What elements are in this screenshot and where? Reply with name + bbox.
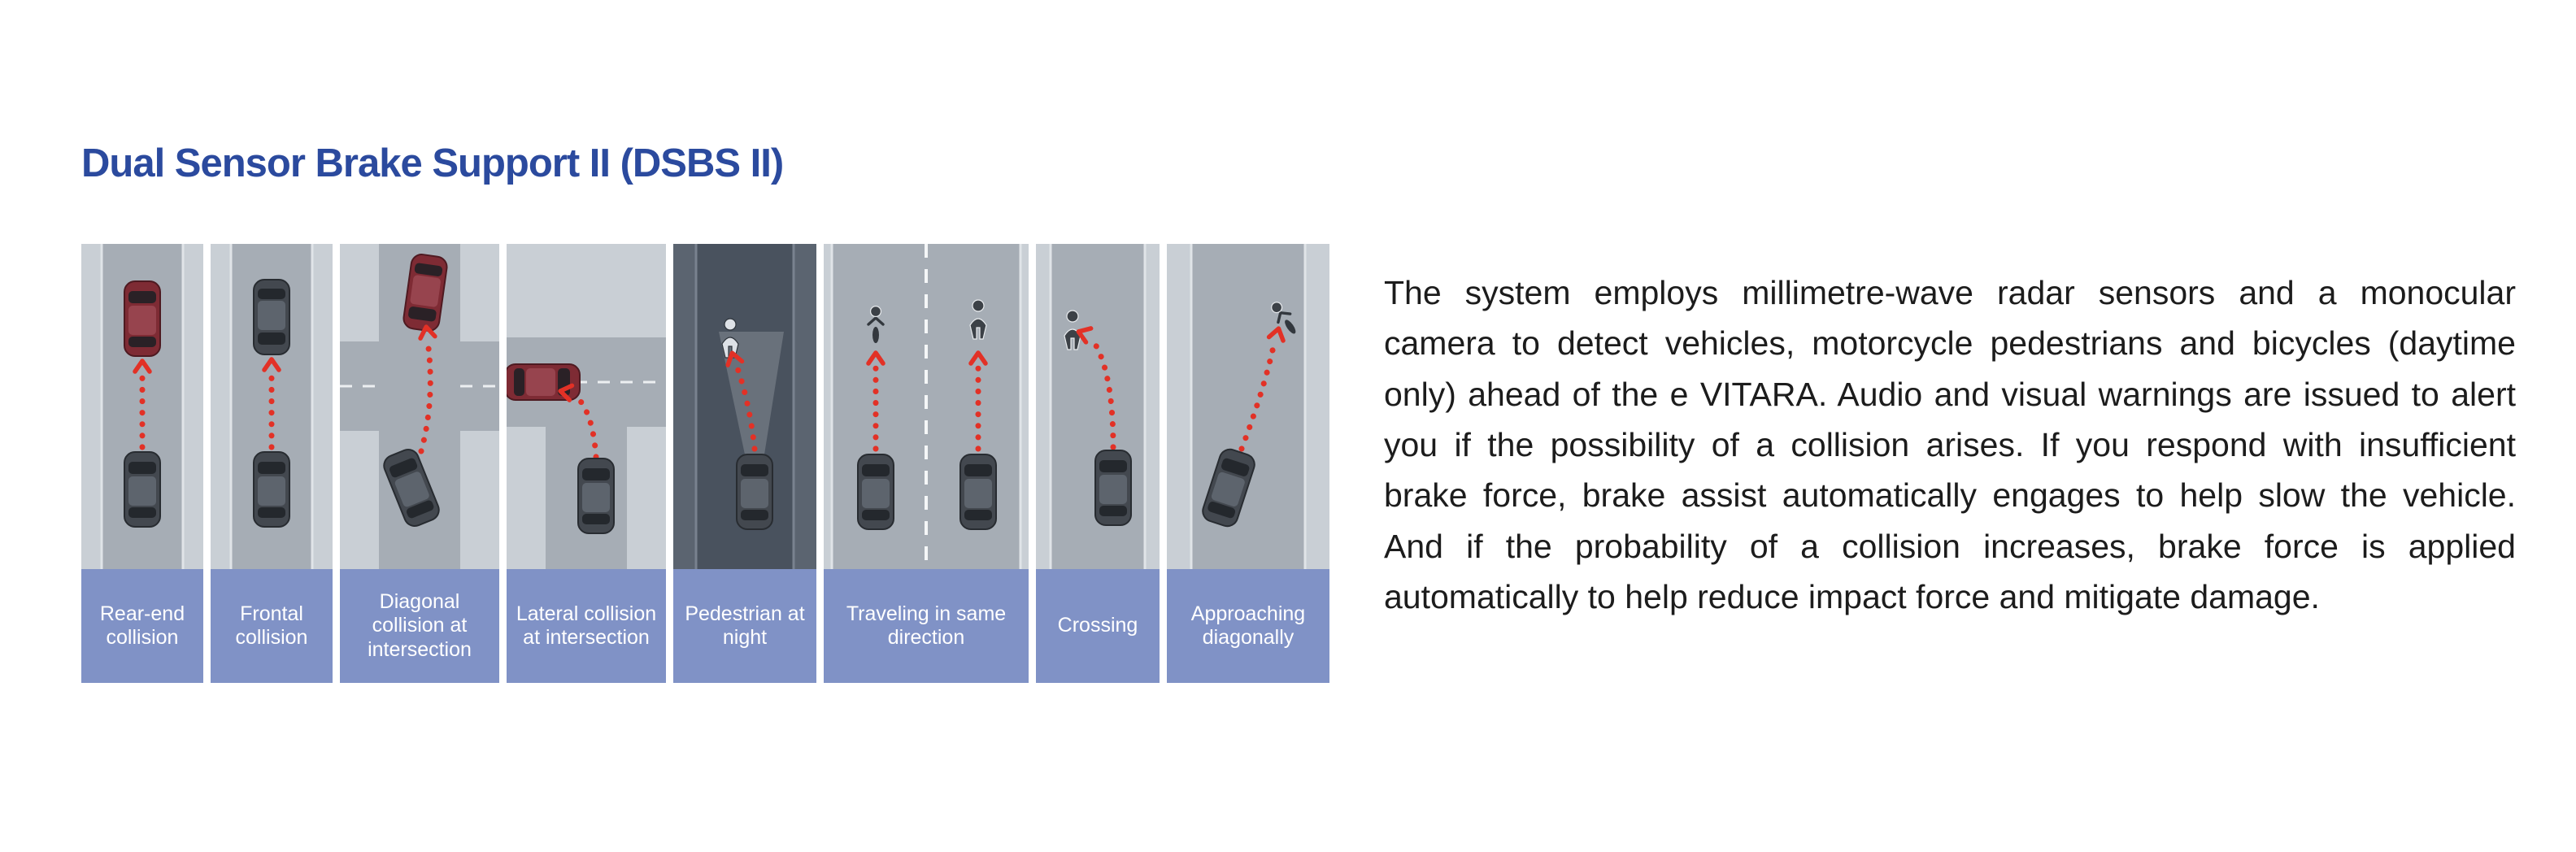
scenario-label: Frontal collision [211, 569, 333, 683]
scenario-label: Approaching diagonally [1167, 569, 1329, 683]
radar-dotted-line [1238, 340, 1277, 452]
section-title: Dual Sensor Brake Support II (DSBS II) [81, 141, 784, 185]
scenario-panel-same-direction: Traveling in same direction [824, 244, 1029, 683]
ego-car-icon [253, 451, 290, 528]
scenario-illustration-frontal-collision [211, 244, 333, 569]
scenario-illustration-crossing [1036, 244, 1160, 569]
scenario-illustration-approaching-diagonally [1167, 244, 1329, 569]
headlight-beam [719, 332, 784, 454]
scenario-panel-approaching-diagonally: Approaching diagonally [1167, 244, 1329, 683]
radar-dotted-line [572, 392, 599, 460]
scenario-label: Diagonal collision at intersection [340, 569, 499, 683]
ego-car-icon [959, 454, 997, 530]
scenario-illustration-pedestrian-at-night [673, 244, 816, 569]
scenario-panel-lateral-collision: Lateral collision at intersection [507, 244, 666, 683]
scenario-panel-pedestrian-at-night: Pedestrian at night [673, 244, 816, 683]
scenario-panel-rear-end-collision: Rear-end collision [81, 244, 203, 683]
ego-car-icon [577, 458, 615, 534]
ego-car-icon [124, 451, 161, 528]
crossing-car-icon [507, 363, 581, 401]
oncoming-car-icon [253, 279, 290, 355]
description-text: The system employs millimetre-wave radar… [1384, 274, 2516, 615]
lead-car-icon [124, 280, 161, 357]
scenario-label: Rear-end collision [81, 569, 203, 683]
scenario-label: Pedestrian at night [673, 569, 816, 683]
scenario-label: Crossing [1036, 569, 1160, 683]
radar-dotted-line [733, 363, 758, 452]
scenario-label: Lateral collision at intersection [507, 569, 666, 683]
scenario-label: Traveling in same direction [824, 569, 1029, 683]
scenario-illustration-rear-end-collision [81, 244, 203, 569]
scenario-illustration-lateral-collision [507, 244, 666, 569]
scenario-illustration-same-direction [824, 244, 1029, 569]
scenario-illustration-diagonal-collision [340, 244, 499, 569]
scenario-panel-crossing: Crossing [1036, 244, 1160, 683]
radar-dotted-line [1088, 335, 1116, 450]
ego-car-icon [857, 454, 894, 530]
road-edge-lines [100, 244, 185, 569]
ego-car-icon [1094, 450, 1132, 526]
radar-dotted-line [418, 338, 433, 454]
scenario-panel-frontal-collision: Frontal collision [211, 244, 333, 683]
ego-car-icon [736, 454, 773, 530]
scenario-strip: Rear-end collision Frontal collision [81, 244, 1329, 683]
scenario-panel-diagonal-collision: Diagonal collision at intersection [340, 244, 499, 683]
